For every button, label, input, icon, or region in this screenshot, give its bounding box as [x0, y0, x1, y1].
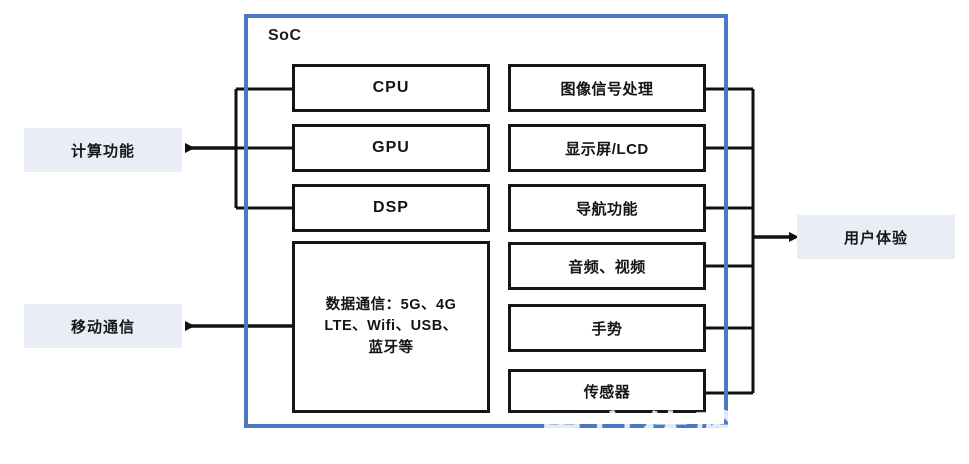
connector-lines [185, 87, 799, 395]
block-image-signal-processing[interactable]: 图像信号处理 [508, 64, 706, 112]
diagram-canvas: SoC CPU GPU DSP 数据通信：5G、4G LTE、Wifi、USB、… [24, 14, 955, 460]
block-cpu[interactable]: CPU [292, 64, 490, 112]
block-navigation[interactable]: 导航功能 [508, 184, 706, 232]
block-gesture[interactable]: 手势 [508, 304, 706, 352]
block-sensor[interactable]: 传感器 [508, 369, 706, 413]
block-display-lcd[interactable]: 显示屏/LCD [508, 124, 706, 172]
watermark-text: 用户体验 [538, 408, 746, 460]
soc-caption-label: SoC [268, 27, 302, 44]
block-dsp[interactable]: DSP [292, 184, 490, 232]
block-gpu[interactable]: GPU [292, 124, 490, 172]
label-compute-function[interactable]: 计算功能 [24, 128, 182, 172]
label-user-experience[interactable]: 用户体验 [797, 215, 955, 259]
block-audio-video[interactable]: 音频、视频 [508, 242, 706, 290]
soc-frame [244, 14, 728, 428]
label-mobile-communication[interactable]: 移动通信 [24, 304, 182, 348]
block-data-communication[interactable]: 数据通信：5G、4G LTE、Wifi、USB、 蓝牙等 [292, 241, 490, 413]
